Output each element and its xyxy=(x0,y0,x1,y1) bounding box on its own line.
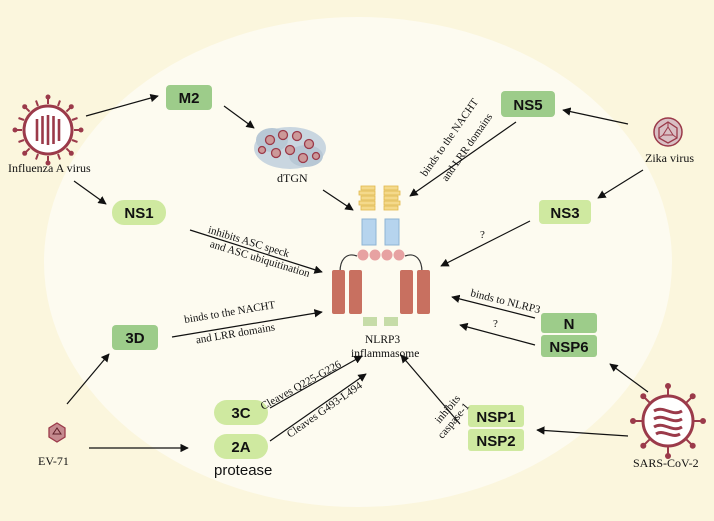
ev71-virus-icon xyxy=(48,422,66,443)
arrow-zika-ns5 xyxy=(562,107,629,125)
ev71-label: EV-71 xyxy=(38,454,69,468)
nacht-domain-left xyxy=(361,218,377,246)
arrow-3c-nlrp3 xyxy=(269,355,363,409)
arrow-m2-dtgn xyxy=(223,105,255,129)
nlrp3-label: NLRP3 xyxy=(365,334,400,346)
influenza-virus-icon xyxy=(12,94,84,166)
arrow-sars-nsp2 xyxy=(536,426,629,437)
arrow-n-nlrp3 xyxy=(451,294,536,319)
sars-cov2-virus-icon xyxy=(630,383,706,459)
m2-box: M2 xyxy=(166,85,212,110)
3d-box: 3D xyxy=(112,325,158,350)
3d-text: 3D xyxy=(125,330,144,347)
arrow-flu-m2 xyxy=(85,93,159,117)
arrow-flu-ns1 xyxy=(73,180,107,205)
ns3-question: ? xyxy=(480,229,485,241)
lrr-domain-right xyxy=(383,185,401,211)
arrow-ns1-nlrp3 xyxy=(189,229,323,274)
arrow-3d-nlrp3 xyxy=(171,309,323,338)
nsp6-question: ? xyxy=(493,318,498,330)
arrow-dtgn-nlrp3 xyxy=(322,189,354,211)
inflammasome-label: inflammasome xyxy=(351,348,419,360)
nsp2-box: NSP2 xyxy=(468,429,524,451)
zika-label: Zika virus xyxy=(645,151,694,165)
nsp6-text: NSP6 xyxy=(549,339,588,356)
ns1-box: NS1 xyxy=(112,200,166,225)
nsp6-box: NSP6 xyxy=(541,335,597,357)
arrow-ns5-nlrp3 xyxy=(409,121,517,197)
n-box: N xyxy=(541,313,597,333)
3c-box: 3C xyxy=(214,400,268,425)
influenza-label: Influenza A virus xyxy=(8,161,91,175)
3c-text: 3C xyxy=(231,405,250,422)
arrow-ns3-nlrp3 xyxy=(440,220,531,267)
nsp1-box: NSP1 xyxy=(468,405,524,427)
cell-ellipse xyxy=(44,17,672,507)
n-text: N xyxy=(564,316,575,333)
arrow-2a-nlrp3 xyxy=(269,373,367,442)
ns3-text: NS3 xyxy=(550,205,579,222)
nacht-domain-right xyxy=(384,218,400,246)
arrows xyxy=(66,93,649,453)
nsp1-text: NSP1 xyxy=(476,409,515,426)
arrow-ev71-3d xyxy=(66,353,110,405)
ns5-box: NS5 xyxy=(501,91,555,117)
arrow-nsp-nlrp3 xyxy=(400,354,461,425)
ns3-box: NS3 xyxy=(539,200,591,224)
dtgn-cluster xyxy=(254,127,326,169)
arrow-nsp6-nlrp3 xyxy=(459,322,536,346)
2a-text: 2A xyxy=(231,439,250,456)
dtgn-label: dTGN xyxy=(277,171,308,185)
nsp2-text: NSP2 xyxy=(476,433,515,450)
m2-text: M2 xyxy=(179,90,200,107)
ns5-text: NS5 xyxy=(513,97,542,114)
protease-label: protease xyxy=(214,462,272,479)
zika-virus-icon xyxy=(653,117,683,147)
arrow-sars-nsp6 xyxy=(609,363,649,393)
nlrp3-inflammasome xyxy=(332,185,430,326)
ns1-text: NS1 xyxy=(124,205,153,222)
arrow-zika-ns3 xyxy=(597,169,644,199)
2a-box: 2A xyxy=(214,434,268,459)
lrr-domain-left xyxy=(358,185,376,211)
sars-label: SARS-CoV-2 xyxy=(633,456,699,470)
